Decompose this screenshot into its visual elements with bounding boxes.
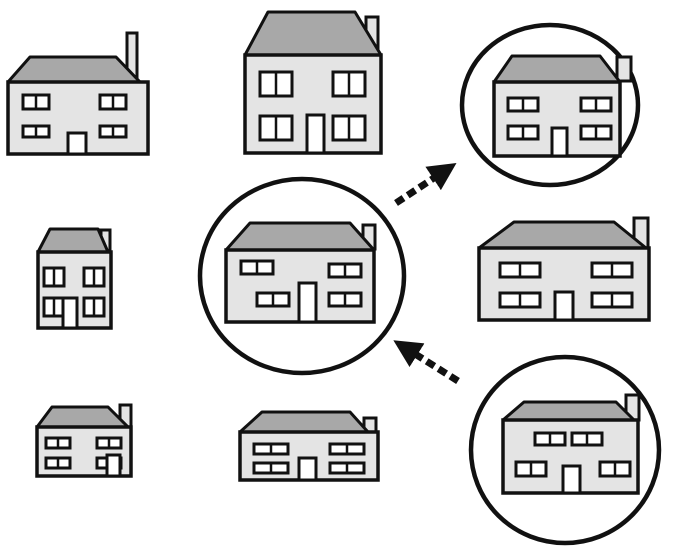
roof	[245, 12, 381, 55]
door	[555, 292, 573, 320]
window	[254, 444, 288, 454]
window	[516, 462, 546, 476]
window	[329, 264, 361, 277]
arrow-house-5-to-house-3	[396, 170, 446, 203]
window	[46, 438, 70, 448]
window	[100, 95, 126, 109]
chimney	[617, 57, 631, 81]
window	[23, 126, 49, 137]
window	[333, 72, 365, 96]
window	[572, 433, 602, 445]
window	[260, 72, 292, 96]
window	[330, 463, 364, 473]
window	[23, 95, 49, 109]
house-7	[37, 405, 131, 476]
window	[508, 126, 538, 139]
window	[97, 438, 121, 448]
house-3	[494, 56, 631, 156]
house-8	[240, 412, 378, 480]
roof	[226, 223, 374, 250]
window	[254, 463, 288, 473]
window	[100, 126, 126, 137]
roof	[37, 407, 128, 427]
window	[257, 293, 289, 306]
door	[552, 128, 567, 156]
window	[84, 268, 104, 286]
window	[500, 293, 540, 307]
house-4	[38, 229, 111, 328]
roof	[38, 229, 108, 252]
window	[329, 293, 361, 306]
window	[84, 298, 104, 316]
door	[299, 458, 316, 480]
roof	[494, 56, 620, 82]
window	[581, 98, 611, 111]
house-6	[479, 218, 649, 320]
window	[535, 433, 565, 445]
window	[260, 116, 292, 140]
window	[46, 458, 70, 468]
roof	[240, 412, 368, 432]
window	[330, 444, 364, 454]
window	[44, 268, 64, 286]
window	[600, 462, 630, 476]
door	[68, 133, 86, 154]
window	[500, 263, 540, 277]
house-9	[503, 395, 639, 493]
house-2	[245, 12, 381, 153]
door	[307, 115, 324, 153]
window	[581, 126, 611, 139]
door	[563, 466, 580, 493]
door	[107, 455, 120, 476]
door	[63, 298, 77, 328]
window	[333, 116, 365, 140]
roof	[479, 222, 646, 248]
window	[241, 261, 273, 274]
door	[299, 283, 316, 322]
window	[592, 263, 632, 277]
window	[44, 298, 64, 316]
roof	[8, 57, 140, 82]
house-5	[226, 223, 375, 322]
roof	[503, 402, 634, 420]
arrow-house-9-to-house-5	[404, 347, 458, 381]
window	[592, 293, 632, 307]
window	[508, 98, 538, 111]
house-1	[8, 33, 148, 154]
